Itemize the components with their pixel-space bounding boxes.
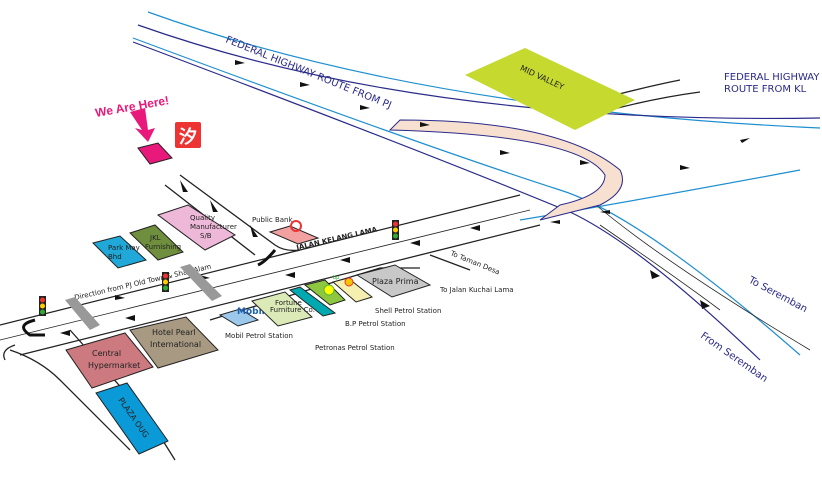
overhead-bridge bbox=[180, 264, 222, 301]
hotel-label: Hotel Pearl bbox=[152, 328, 196, 337]
fortune-furniture-block bbox=[251, 291, 314, 327]
our-location-block bbox=[137, 142, 173, 165]
park-may-block bbox=[92, 235, 147, 269]
plaza-oug-block bbox=[95, 382, 169, 455]
hotel-pearl-block bbox=[129, 316, 219, 369]
park-may-label: Park May bbox=[108, 244, 140, 252]
petronas-station-block bbox=[288, 286, 337, 317]
from-kl-label-2: ROUTE FROM KL bbox=[724, 84, 807, 95]
from-seremban-label: From Seremban bbox=[698, 330, 769, 384]
company-logo-icon: 汐 bbox=[175, 122, 201, 148]
to-seremban-label: To Seremban bbox=[746, 274, 809, 315]
central-label: Central bbox=[92, 349, 121, 358]
bp-logo: bp bbox=[333, 275, 339, 281]
traffic-light-icon bbox=[392, 220, 399, 240]
to-taman-desa-label: To Taman Desa bbox=[448, 249, 501, 276]
shell-station-block bbox=[331, 277, 374, 303]
central-hypermarket-block bbox=[65, 332, 154, 389]
traffic-light-icon bbox=[162, 272, 169, 292]
bp-station-label: B.P Petrol Station bbox=[345, 320, 406, 328]
petronas-station-label: Petronas Petrol Station bbox=[315, 344, 395, 352]
quality-manufacturer-block bbox=[156, 204, 237, 251]
public-bank-block bbox=[268, 225, 320, 245]
fortune-label: Furniture Co. bbox=[270, 306, 315, 314]
jkl-label: Furnishing bbox=[145, 243, 181, 251]
shell-station-label: Shell Petrol Station bbox=[375, 307, 441, 315]
mid-valley-block bbox=[465, 48, 635, 130]
overhead-bridge bbox=[65, 297, 100, 330]
svg-text:汐: 汐 bbox=[179, 126, 197, 148]
we-are-here-label: We Are Here! bbox=[94, 93, 170, 120]
public-bank-logo-icon bbox=[290, 220, 302, 232]
hotel-label: International bbox=[150, 340, 201, 349]
traffic-light-icon bbox=[39, 296, 46, 316]
mobil-station-label: Mobil Petrol Station bbox=[225, 332, 293, 340]
quality-label: Quality bbox=[190, 214, 215, 222]
plaza-prima-label: Plaza Prima bbox=[372, 277, 419, 286]
jkl-label: JKL bbox=[149, 234, 161, 242]
fortune-label: Fortune bbox=[275, 299, 302, 307]
u-turn-icon bbox=[257, 249, 277, 267]
u-turn-icon bbox=[22, 318, 45, 337]
mobil-station-block bbox=[218, 308, 260, 327]
to-jalan-kuchai-lama-label: To Jalan Kuchai Lama bbox=[439, 286, 514, 294]
shell-logo-icon bbox=[344, 277, 354, 287]
from-kl-label-1: FEDERAL HIGHWAY bbox=[724, 72, 820, 83]
quality-label: Manufacturer bbox=[190, 223, 237, 231]
pointer-arrow-icon bbox=[130, 108, 155, 142]
central-label: Hypermarket bbox=[88, 361, 140, 370]
park-may-label: Bhd bbox=[108, 253, 122, 261]
bp-logo-icon bbox=[323, 284, 335, 296]
mobil-logo: Mobil bbox=[237, 307, 265, 317]
quality-label: S/B bbox=[200, 232, 212, 240]
from-pj-label: FEDERAL HIGHWAY ROUTE FROM PJ bbox=[224, 35, 393, 112]
highway-arrows bbox=[235, 60, 750, 309]
public-bank-label: Public Bank bbox=[252, 216, 293, 224]
jkl-furnishing-block bbox=[129, 224, 184, 261]
plaza-prima-block bbox=[355, 264, 432, 298]
